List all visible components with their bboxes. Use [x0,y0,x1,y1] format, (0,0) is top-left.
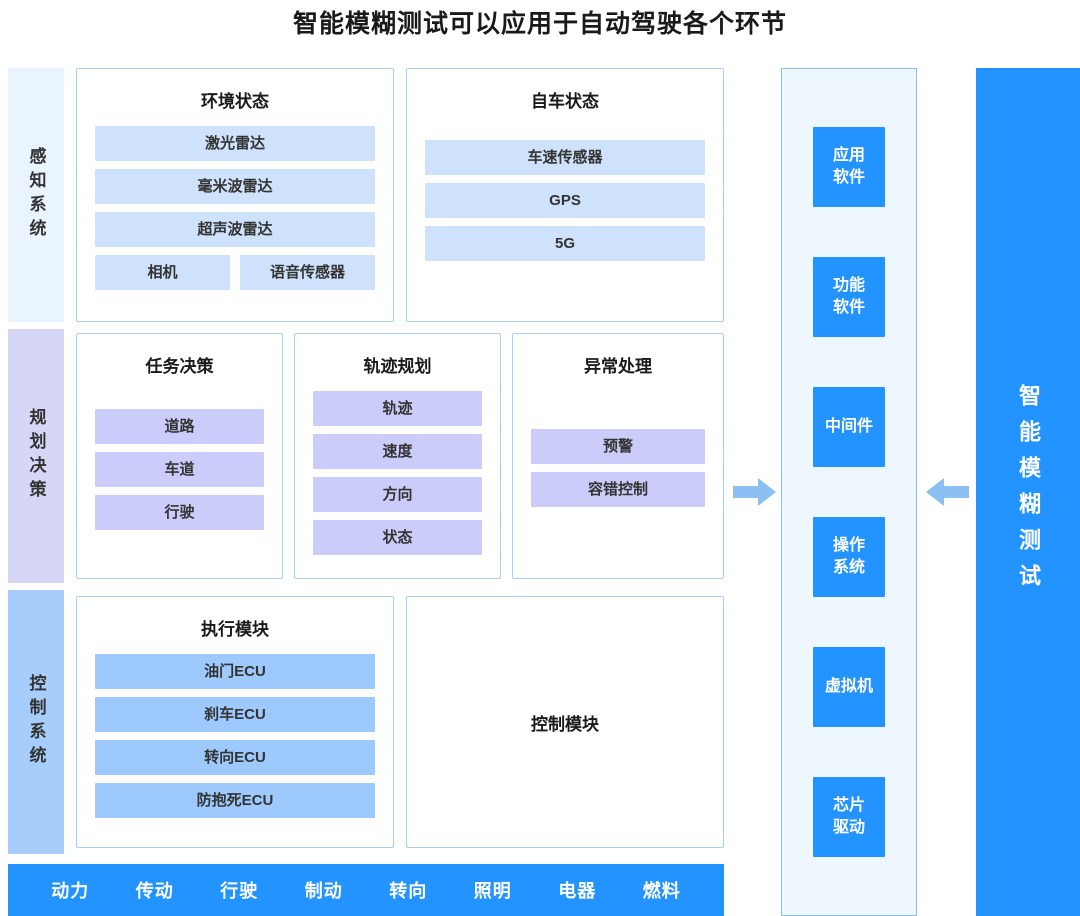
item-row-split-environment-state: 相机 语音传感器 [77,255,393,290]
panel-ego-vehicle-state: 自车状态 车速传感器 GPS 5G [406,68,724,322]
category-strip-perception: 感知系统 [8,68,64,322]
list-item: 容错控制 [531,472,705,507]
bottom-bar-item: 传动 [135,881,174,901]
panel-trajectory-planning: 轨迹规划 轨迹 速度 方向 状态 [294,333,501,579]
panel-title-exception-handling: 异常处理 [584,357,652,376]
bottom-subsystem-bar: 动力 传动 行驶 制动 转向 照明 电器 燃料 [8,864,724,916]
bottom-bar-item: 制动 [304,881,343,901]
list-item: 方向 [313,477,482,512]
list-item: 毫米波雷达 [95,169,375,204]
list-item: 转向ECU [95,740,375,775]
bottom-bar-item: 电器 [558,881,597,901]
list-item: 行驶 [95,495,264,530]
list-item: 相机 [95,255,230,290]
list-item: 油门ECU [95,654,375,689]
category-strip-control: 控制系统 [8,590,64,854]
fuzz-testing-banner: 智能模糊测试 [976,68,1080,916]
list-item: 超声波雷达 [95,212,375,247]
panel-title-control-module: 控制模块 [531,714,599,734]
item-list-execution-module: 油门ECU 刹车ECU 转向ECU 防抱死ECU [77,654,393,818]
stack-box-chip-driver: 芯片 驱动 [813,777,885,857]
list-item: 轨迹 [313,391,482,426]
panel-control-module: 控制模块 [406,596,724,848]
list-item: 语音传感器 [240,255,375,290]
panel-title-trajectory-planning: 轨迹规划 [363,357,432,376]
list-item: 刹车ECU [95,697,375,732]
panel-title-execution-module: 执行模块 [201,620,269,639]
item-list-trajectory-planning: 轨迹 速度 方向 状态 [295,391,500,555]
stack-box-application-software: 应用 软件 [813,127,885,207]
software-stack-column: 应用 软件 功能 软件 中间件 操作 系统 虚拟机 芯片 驱动 [781,68,917,916]
category-label-control: 控制系统 [26,674,46,770]
arrow-left-icon [925,477,969,507]
panel-title-environment-state: 环境状态 [201,92,269,111]
item-list-exception-handling: 预警 容错控制 [513,391,723,507]
bottom-bar-item: 燃料 [642,881,681,901]
bottom-bar-item: 动力 [51,881,90,901]
list-item: 速度 [313,434,482,469]
list-item: 激光雷达 [95,126,375,161]
list-item: GPS [425,183,705,218]
list-item: 5G [425,226,705,261]
category-label-planning: 规划决策 [26,408,46,504]
panel-exception-handling: 异常处理 预警 容错控制 [512,333,724,579]
item-list-mission-decision: 道路 车道 行驶 [77,391,282,530]
list-item: 车速传感器 [425,140,705,175]
panel-title-ego-vehicle-state: 自车状态 [531,92,599,111]
category-strip-planning: 规划决策 [8,329,64,583]
stack-box-function-software: 功能 软件 [813,257,885,337]
bottom-bar-item: 转向 [389,881,428,901]
arrow-right-icon [733,477,777,507]
list-item: 状态 [313,520,482,555]
list-item: 道路 [95,409,264,444]
item-list-environment-state: 激光雷达 毫米波雷达 超声波雷达 [77,126,393,247]
panel-title-mission-decision: 任务决策 [145,357,214,376]
panel-environment-state: 环境状态 激光雷达 毫米波雷达 超声波雷达 相机 语音传感器 [76,68,394,322]
fuzz-testing-banner-label: 智能模糊测试 [1016,384,1041,600]
page-title: 智能模糊测试可以应用于自动驾驶各个环节 [292,10,787,38]
bottom-bar-item: 照明 [473,881,512,901]
category-label-perception: 感知系统 [26,147,46,243]
list-item: 车道 [95,452,264,487]
bottom-bar-item: 行驶 [220,881,259,901]
panel-execution-module: 执行模块 油门ECU 刹车ECU 转向ECU 防抱死ECU [76,596,394,848]
item-list-ego-vehicle-state: 车速传感器 GPS 5G [407,126,723,261]
stack-box-middleware: 中间件 [813,387,885,467]
list-item: 防抱死ECU [95,783,375,818]
stack-box-virtual-machine: 虚拟机 [813,647,885,727]
list-item: 预警 [531,429,705,464]
stack-box-operating-system: 操作 系统 [813,517,885,597]
panel-mission-decision: 任务决策 道路 车道 行驶 [76,333,283,579]
